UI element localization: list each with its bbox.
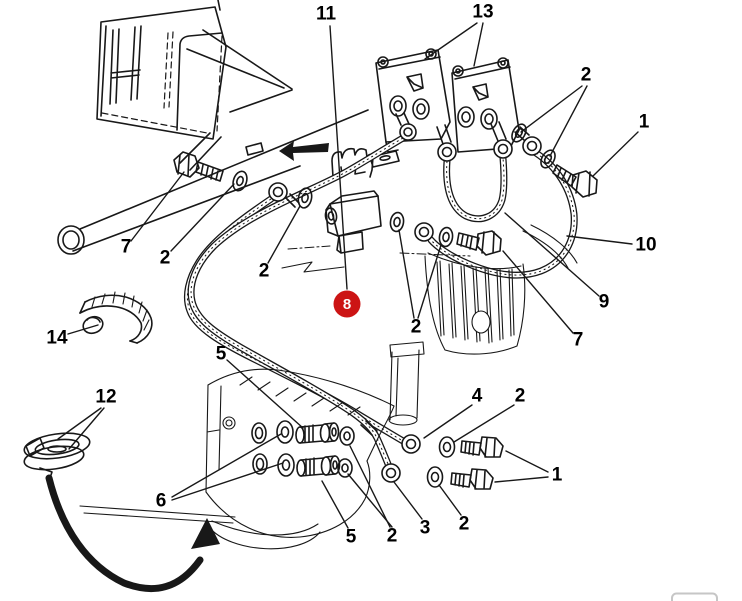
leader-line-7 (130, 171, 185, 242)
hose-9-u-loop (447, 158, 504, 219)
leader-line-11 (329, 25, 348, 290)
leader-line-2 (170, 183, 235, 252)
callout-label-2-20: 2 (387, 526, 398, 547)
leader-line-5 (321, 480, 349, 529)
leader-line-1 (505, 450, 549, 473)
leader-line-2 (438, 484, 462, 516)
badge-layer: 8 (333, 290, 361, 318)
leader-line-5 (226, 359, 304, 429)
curved-arrow (45, 474, 220, 593)
partial-button[interactable] (671, 592, 718, 601)
callout-label-13-1: 13 (472, 2, 493, 23)
frame-tubes (179, 29, 293, 171)
bolt-7-left (173, 151, 224, 182)
leader-line-12 (68, 407, 105, 450)
rear-shock (388, 341, 425, 426)
callout-label-11-0: 11 (316, 4, 337, 25)
callout-label-5-21: 5 (346, 527, 357, 548)
callout-label-2-10: 2 (411, 317, 422, 338)
leader-line-2 (398, 229, 415, 319)
cable-tie-14 (79, 291, 153, 344)
hose-rear (191, 138, 403, 464)
leader-line-9 (504, 212, 600, 297)
hose-front (187, 199, 403, 441)
crankcase (79, 245, 471, 550)
part-8-highlight-circle (333, 290, 361, 318)
callout-label-2-19: 2 (459, 514, 470, 535)
washers (232, 123, 556, 488)
bracket-13-right (451, 57, 520, 153)
callout-label-5-13: 5 (216, 344, 227, 365)
callout-label-2-5: 2 (160, 248, 171, 269)
callout-label-6-14: 6 (156, 491, 167, 512)
callout-label-14-11: 14 (46, 328, 68, 349)
swingarm (57, 109, 369, 255)
direction-arrow (279, 141, 329, 161)
callout-label-4-15: 4 (472, 386, 483, 407)
bolt-1-top-right (552, 164, 598, 198)
leader-line-13 (424, 22, 478, 60)
leader-line-2 (417, 244, 442, 319)
callout-label-2-16: 2 (515, 386, 526, 407)
callout-label-1-17: 1 (552, 465, 563, 486)
leader-line-4 (423, 404, 473, 439)
callout-label-10-7: 10 (635, 235, 656, 256)
leader-line-2 (267, 205, 301, 264)
callout-label-12-12: 12 (95, 387, 116, 408)
leader-line-10 (566, 235, 633, 245)
leader-line-2 (549, 85, 588, 157)
callout-label-1-3: 1 (639, 112, 650, 133)
leader-line-14 (67, 324, 99, 335)
bolt-1-bottom-a (460, 436, 504, 458)
leader-line-6 (171, 462, 284, 501)
fairing-bracket (96, 0, 227, 140)
leader-line-1 (494, 476, 549, 483)
callout-label-9-8: 9 (599, 292, 610, 313)
callout-label-2-6: 2 (259, 261, 270, 282)
callout-label-7-9: 7 (573, 330, 584, 351)
bolt-1-bottom-b (450, 468, 494, 490)
mount-clamp-12 (23, 432, 91, 479)
leader-line-2 (347, 473, 393, 528)
leader-line-3 (393, 481, 423, 520)
banjo-fittings (268, 112, 542, 483)
leader-line-6 (171, 433, 282, 498)
callout-label-2-2: 2 (581, 65, 592, 86)
leader-line-1 (592, 131, 639, 177)
part-8-badge-number: 8 (343, 296, 351, 313)
cylinder-fins (424, 224, 578, 355)
leader-line-2 (349, 445, 391, 528)
leader-line-2 (520, 85, 583, 133)
bolt-7-right (456, 230, 502, 256)
leader-line-13 (473, 22, 484, 67)
valve-body-8 (324, 190, 382, 254)
leader-line-12 (57, 407, 102, 440)
leader-line-7 (502, 250, 574, 334)
partial-button-layer (671, 592, 718, 601)
leader-line-2 (453, 404, 515, 443)
callout-label-3-18: 3 (420, 518, 431, 539)
callout-label-7-4: 7 (121, 237, 132, 258)
